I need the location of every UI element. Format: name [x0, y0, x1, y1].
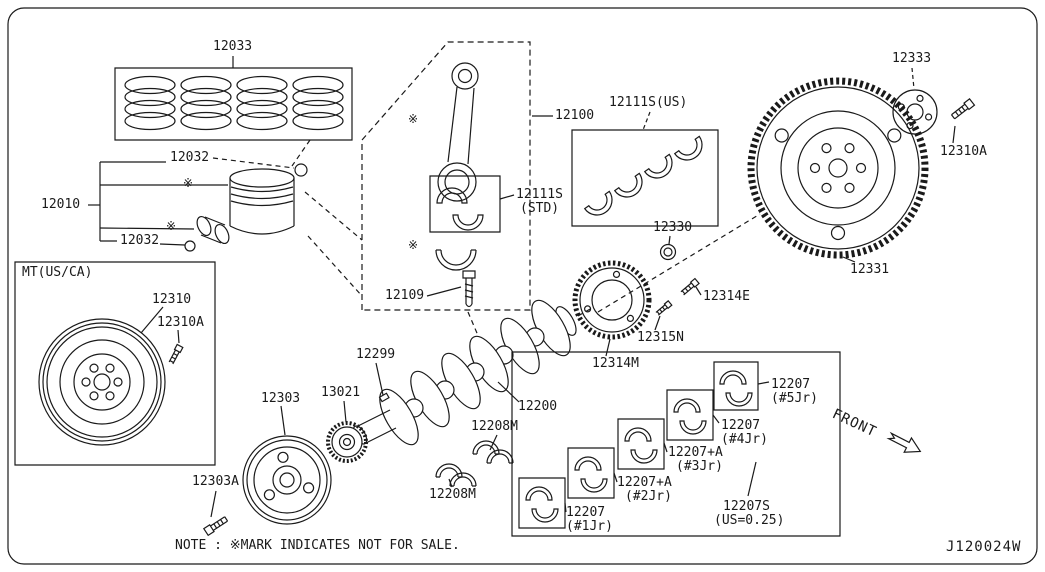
part-label-bearing-j3-sub: (#3Jr): [676, 459, 723, 474]
part-label-connecting-rod: 12100: [555, 108, 595, 123]
front-arrow: [886, 429, 924, 459]
part-label-piston: 12010: [41, 197, 81, 212]
part-label-bearing-j1-sub: (#1Jr): [566, 519, 613, 534]
part-label-drive-plate-bolt: 12310A: [940, 144, 987, 159]
part-label-crankshaft: 12200: [518, 399, 558, 414]
part-label-bolt-12315n: 12315N: [637, 330, 684, 345]
part-label-rod-bearing: 12111S: [516, 187, 563, 202]
part-label-bearing-j1: 12207: [566, 505, 606, 520]
main-bearing-caps-box-drawing: [512, 352, 840, 536]
piston-drawing: [185, 164, 307, 251]
part-label-bearing-j4: 12207: [721, 418, 761, 433]
main-bearing-set-box-drawing: [572, 112, 718, 226]
part-label-piston-pin-bottom: 12032: [120, 233, 160, 248]
part-label-thrust-washer-1: 12208M: [471, 419, 518, 434]
crank-key-drawing: [376, 363, 389, 402]
crank-sprocket-drawing: [328, 401, 366, 461]
part-label-bearing-j4-sub: (#4Jr): [721, 432, 768, 447]
piston-leader-lines: [88, 158, 294, 245]
part-label-bearing-j2-sub: (#2Jr): [625, 489, 672, 504]
part-label-bearing-set-sub: (US=0.25): [714, 513, 785, 528]
connecting-rod-drawing: [438, 63, 478, 201]
part-label-flywheel-mt-bolt: 12310A: [157, 315, 204, 330]
part-label-thrust-washer-2: 12208M: [429, 487, 476, 502]
crankshaft-drawing: [351, 295, 580, 451]
part-label-pulley-bolt: 12303A: [192, 474, 239, 489]
flywheel-drawing: [751, 81, 925, 262]
drawing-code: J120024W: [946, 539, 1022, 555]
rod-bearing-box-drawing: [430, 176, 514, 232]
part-label-rod-bolt: 12109: [385, 288, 425, 303]
piston-ring-set-drawing: [115, 56, 352, 140]
mt-flywheel-box-drawing: [15, 262, 215, 465]
part-label-flywheel: 12331: [850, 262, 890, 277]
part-label-crank-pulley: 12303: [261, 391, 301, 406]
not-for-sale-note: NOTE : ※MARK INDICATES NOT FOR SALE.: [175, 538, 460, 553]
drive-plate-drawing: [893, 68, 937, 134]
part-label-bearing-j5-sub: (#5Jr): [771, 391, 818, 406]
crank-pulley-drawing: [243, 406, 331, 524]
rod-cap-and-bolt-drawing: [427, 250, 476, 307]
pulley-bolt-drawing: [204, 491, 228, 535]
part-label-bearing-j5: 12207: [771, 377, 811, 392]
connecting-rod-box: [362, 42, 553, 310]
part-label-bearing-set: 12207S: [723, 499, 770, 514]
region-label-mt-us-ca: MT(US/CA): [22, 265, 93, 280]
part-label-crank-key: 12299: [356, 347, 396, 362]
part-label-pilot-bush: 12330: [653, 220, 693, 235]
drive-plate-bolt-drawing: [951, 99, 975, 143]
not-for-sale-mark: ※: [183, 176, 194, 190]
rear-bolts-drawing: [655, 279, 701, 330]
pilot-bush-drawing: [661, 236, 676, 260]
part-label-main-bearing-set-us: 12111S(US): [609, 95, 688, 110]
not-for-sale-mark: ※: [408, 238, 419, 252]
part-label-flywheel-mt: 12310: [152, 292, 192, 307]
part-label-drive-plate: 12333: [892, 51, 932, 66]
part-label-bolt-12314e: 12314E: [703, 289, 750, 304]
part-label-crank-sprocket: 13021: [321, 385, 361, 400]
part-label-bearing-j2: 12207+A: [617, 475, 672, 490]
signal-plate-drawing: [575, 263, 649, 356]
part-label-piston-ring-set: 12033: [213, 39, 253, 54]
part-label-piston-pin-top: 12032: [170, 150, 210, 165]
part-label-bearing-j3: 12207+A: [668, 445, 723, 460]
part-label-signal-plate: 12314M: [592, 356, 639, 371]
thrust-washers-drawing: [436, 435, 513, 487]
diagram-border: [8, 8, 1037, 564]
not-for-sale-mark: ※: [408, 112, 419, 126]
part-label-rod-bearing-sub: (STD): [520, 201, 560, 216]
not-for-sale-mark: ※: [166, 219, 177, 233]
